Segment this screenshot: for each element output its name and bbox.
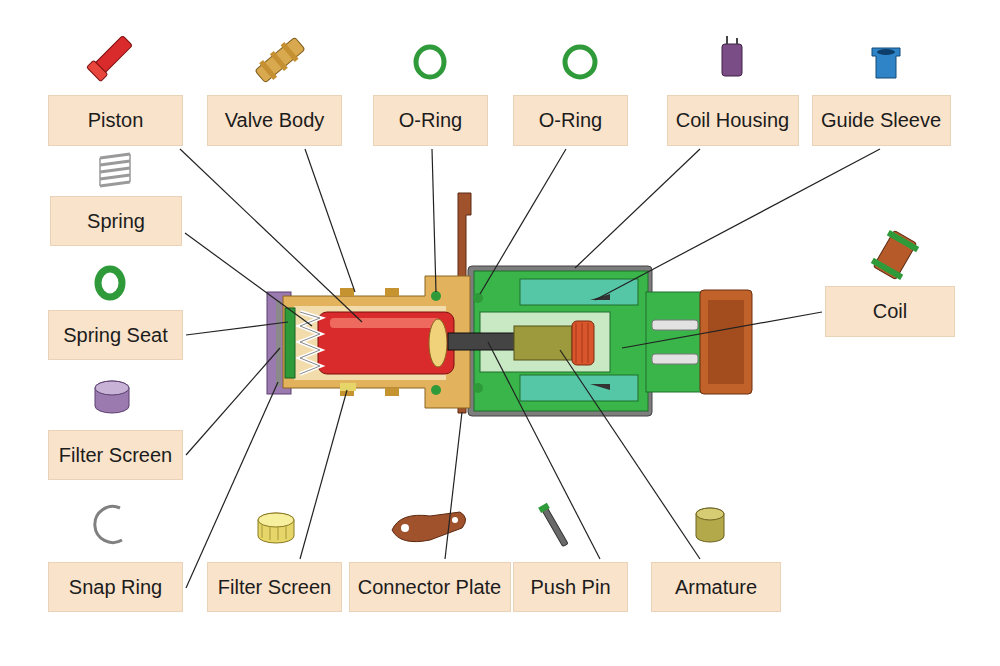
label-box: Piston — [48, 95, 183, 146]
part-name: Coil Housing — [676, 109, 789, 132]
label-box: Coil — [825, 286, 955, 337]
label-box: Filter Screen — [48, 430, 183, 480]
label-box: Guide Sleeve — [812, 95, 951, 146]
label-box: Filter Screen — [207, 562, 342, 612]
label-box: O-Ring — [373, 95, 488, 146]
coil-housing-icon — [722, 36, 742, 76]
label-box: Snap Ring — [48, 562, 183, 612]
label-box: Push Pin — [513, 562, 628, 612]
part-name: Snap Ring — [69, 576, 162, 599]
o-ring-icon — [416, 47, 444, 77]
label-box: Armature — [651, 562, 781, 612]
part-name: Coil — [873, 300, 907, 323]
piston-icon — [87, 33, 135, 81]
label-box: Connector Plate — [349, 562, 511, 612]
coil-icon — [870, 228, 920, 281]
part-name: Valve Body — [225, 109, 325, 132]
part-name: Piston — [88, 109, 144, 132]
label-box: Valve Body — [207, 95, 342, 146]
leader-lines — [180, 149, 880, 588]
part-name: O-Ring — [539, 109, 602, 132]
label-box: O-Ring — [513, 95, 628, 146]
spring-icon — [100, 154, 130, 186]
part-name: Spring — [87, 210, 145, 233]
part-name: Armature — [675, 576, 757, 599]
part-name: Push Pin — [530, 576, 610, 599]
part-name: Spring Seat — [63, 324, 168, 347]
o-ring-icon — [565, 47, 595, 77]
filter-screen-icon — [95, 381, 129, 413]
armature-icon — [696, 508, 724, 542]
connector-plate-icon — [392, 512, 466, 542]
label-box: Spring Seat — [48, 310, 183, 360]
part-name: O-Ring — [399, 109, 462, 132]
part-name: Connector Plate — [358, 576, 501, 599]
valve-body-icon — [253, 35, 307, 85]
push-pin-icon — [538, 503, 570, 548]
label-box: Spring — [50, 196, 182, 246]
filter-screen-icon — [258, 513, 294, 543]
label-box: Coil Housing — [667, 95, 799, 146]
snap-ring-icon — [95, 507, 122, 543]
guide-sleeve-icon — [872, 48, 900, 78]
part-name: Filter Screen — [218, 576, 331, 599]
part-name: Filter Screen — [59, 444, 172, 467]
spring-seat-icon — [98, 269, 122, 297]
part-name: Guide Sleeve — [821, 109, 941, 132]
